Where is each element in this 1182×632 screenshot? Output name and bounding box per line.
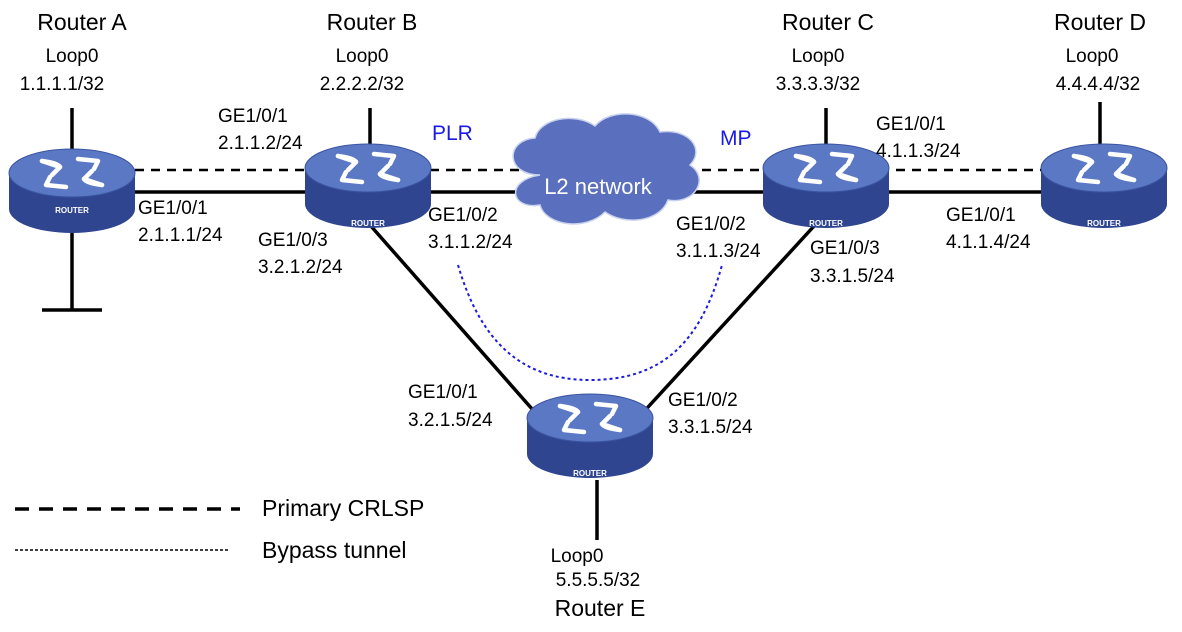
router-d-device-text: ROUTER: [1087, 219, 1121, 228]
router-a-loop-label: Loop0: [46, 46, 99, 67]
iface-b-ge1-port: GE1/0/1: [218, 106, 288, 127]
iface-c-ge2-ip: 3.1.1.3/24: [676, 241, 761, 262]
iface-b-ge3-port: GE1/0/3: [258, 230, 328, 251]
iface-d-ge1-ip: 4.1.1.4/24: [946, 232, 1031, 253]
iface-b-ge1-ip: 2.1.1.2/24: [218, 133, 303, 154]
legend: Primary CRLSP Bypass tunnel: [15, 495, 424, 563]
router-a-device-text: ROUTER: [55, 206, 89, 215]
iface-e-ge2-ip: 3.3.1.5/24: [668, 417, 753, 438]
iface-b-ge2-port: GE1/0/2: [428, 205, 498, 226]
router-e[interactable]: ROUTER: [527, 394, 653, 478]
iface-b-ge3-ip: 3.2.1.2/24: [258, 257, 343, 278]
iface-c-ge1-ip: 4.1.1.3/24: [876, 141, 961, 162]
router-b-device-text: ROUTER: [351, 219, 385, 228]
iface-a-ge1-ip: 2.1.1.1/24: [138, 225, 223, 246]
plr-label: PLR: [432, 122, 473, 145]
router-c-device-text: ROUTER: [809, 219, 843, 228]
iface-e-ge1-ip: 3.2.1.5/24: [408, 410, 493, 431]
iface-d-ge1-port: GE1/0/1: [946, 205, 1016, 226]
router-a-loop-ip: 1.1.1.1/32: [20, 74, 105, 95]
router-a-name: Router A: [37, 9, 127, 35]
router-e-device-text: ROUTER: [573, 469, 607, 478]
iface-e-ge2-port: GE1/0/2: [668, 390, 738, 411]
router-c-loop-ip: 3.3.3.3/32: [776, 74, 861, 95]
router-d-loop-ip: 4.4.4.4/32: [1056, 74, 1141, 95]
router-b[interactable]: ROUTER: [305, 144, 431, 228]
l2-network-cloud: L2 network: [512, 113, 700, 225]
bypass-tunnel-path: [457, 264, 723, 382]
router-b-loop-label: Loop0: [336, 46, 389, 67]
iface-c-ge2-port: GE1/0/2: [676, 214, 746, 235]
router-d-name: Router D: [1054, 9, 1146, 35]
iface-e-ge1-port: GE1/0/1: [408, 382, 478, 403]
link-c-e: [636, 223, 817, 420]
router-e-loop-ip: 5.5.5.5/32: [556, 570, 641, 591]
link-b-e: [368, 223, 542, 420]
links: [42, 102, 1102, 540]
router-e-loop-label: Loop0: [551, 546, 604, 567]
router-b-name: Router B: [327, 9, 418, 35]
router-e-name: Router E: [555, 595, 646, 621]
router-d[interactable]: ROUTER: [1041, 144, 1167, 228]
iface-c-ge1-port: GE1/0/1: [876, 114, 946, 135]
router-c-loop-label: Loop0: [792, 46, 845, 67]
router-c[interactable]: ROUTER: [763, 144, 889, 228]
mp-label: MP: [720, 127, 752, 150]
iface-c-ge3-port: GE1/0/3: [810, 238, 880, 259]
iface-b-ge2-ip: 3.1.1.2/24: [428, 232, 513, 253]
router-a[interactable]: ROUTER: [9, 149, 135, 233]
router-d-loop-label: Loop0: [1066, 46, 1119, 67]
router-b-loop-ip: 2.2.2.2/32: [320, 74, 405, 95]
iface-c-ge3-ip: 3.3.1.5/24: [810, 266, 895, 287]
cloud-label: L2 network: [544, 174, 653, 199]
legend-primary-label: Primary CRLSP: [262, 495, 424, 521]
legend-bypass-label: Bypass tunnel: [262, 537, 406, 563]
iface-a-ge1-port: GE1/0/1: [138, 198, 208, 219]
router-c-name: Router C: [782, 9, 874, 35]
